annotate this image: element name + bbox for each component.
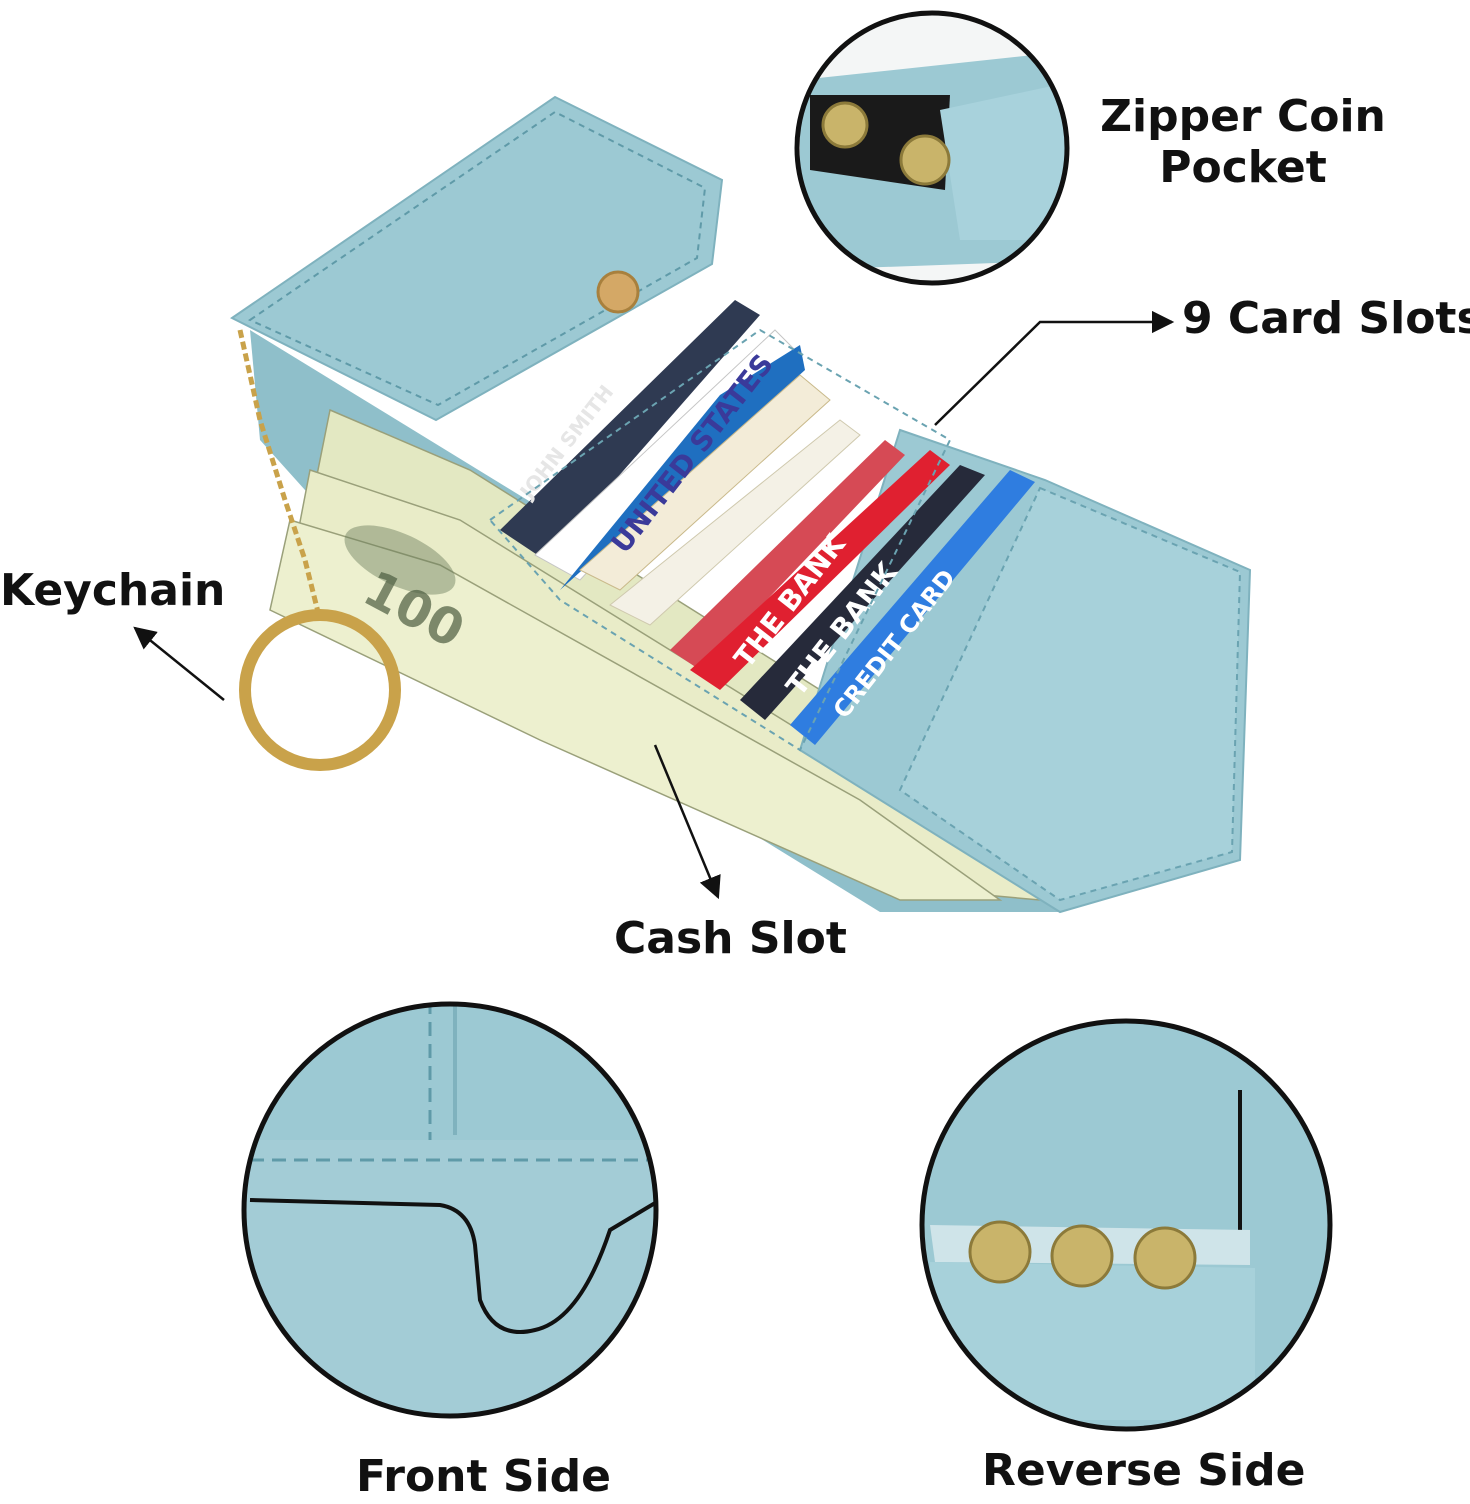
coin-icon [1050, 1224, 1114, 1288]
arrow-card-slots [934, 310, 1175, 426]
coin-icon [821, 101, 869, 149]
zoom-zipper-pocket [794, 10, 1070, 286]
zoom-reverse-side [919, 1018, 1333, 1432]
snap-button-icon [596, 270, 640, 314]
keychain-icon [237, 329, 401, 771]
label-card-slots: 9 Card Slots [1182, 293, 1470, 344]
coin-icon [1133, 1226, 1197, 1290]
coin-icon [899, 134, 951, 186]
zoom-front-side [241, 1001, 659, 1419]
label-zipper-line1: Zipper Coin [1100, 91, 1386, 142]
label-reverse-side: Reverse Side [982, 1445, 1306, 1496]
arrow-keychain [133, 626, 225, 701]
wallet-main: 100 JOHN SMITH UNITED STATES THE BANK TH… [230, 95, 1252, 914]
arrow-cash-slot [653, 744, 721, 900]
label-front-side: Front Side [356, 1451, 611, 1502]
label-keychain: Keychain [0, 565, 226, 616]
coin-icon [968, 1220, 1032, 1284]
label-cash-slot: Cash Slot [614, 913, 847, 964]
label-zipper-coin-pocket: Zipper Coin Pocket [1098, 91, 1388, 193]
callout-arrows [133, 310, 1175, 900]
label-zipper-line2: Pocket [1159, 141, 1327, 193]
cards: JOHN SMITH UNITED STATES THE BANK THE BA… [500, 300, 1035, 745]
